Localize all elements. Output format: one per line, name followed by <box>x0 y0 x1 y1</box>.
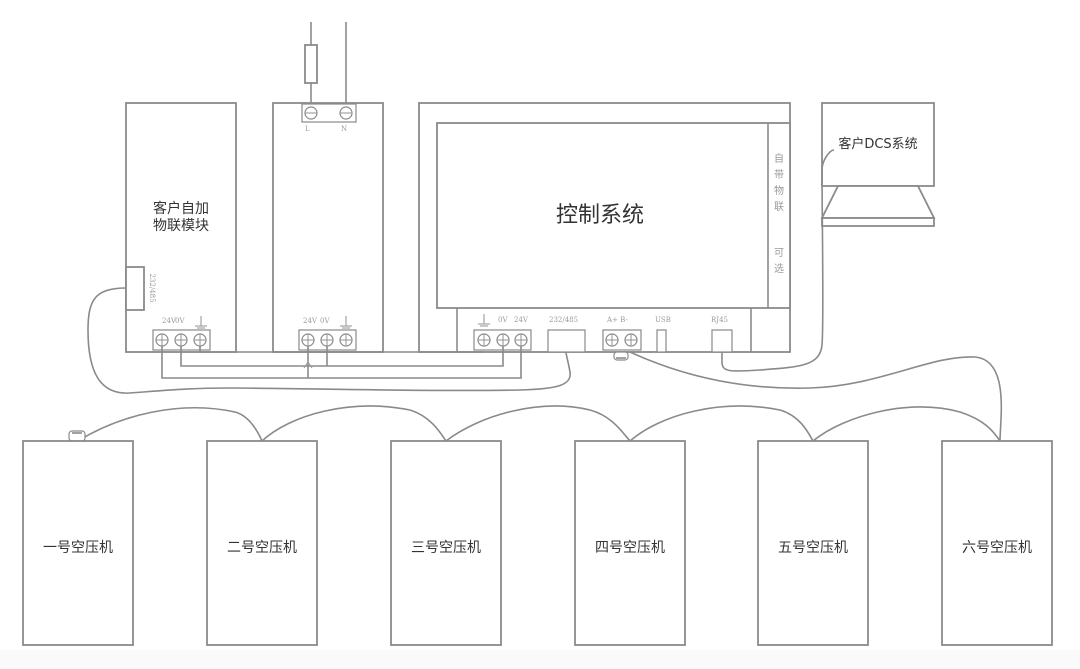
compressor-4: 四号空压机 <box>574 440 686 646</box>
ground-icon <box>478 314 490 327</box>
compressor-label: 一号空压机 <box>43 540 113 556</box>
dcs-system: 客户DCS系统 <box>820 102 936 227</box>
compressor-label: 四号空压机 <box>595 540 665 556</box>
iot-serial-port <box>125 266 145 311</box>
compressor-label: 二号空压机 <box>227 540 297 556</box>
iot-serial-cable <box>87 287 571 394</box>
ground-icon <box>340 316 352 329</box>
iot-optional-label: 自 带 物 联 可 选 <box>774 152 784 275</box>
ctrl-terminal-24v: 24V <box>514 316 529 324</box>
compressor-1: 一号空压机 <box>22 440 134 646</box>
power-terminal-l: L <box>305 125 310 133</box>
svg-text:自: 自 <box>774 152 784 165</box>
ctrl-port-usb-label: USB <box>655 316 671 324</box>
power-input-leads <box>304 22 347 104</box>
ctrl-terminal-0v: 0V <box>498 316 508 324</box>
ctrl-port-ab-label: A+ B- <box>606 316 628 324</box>
dc-bus-wiring <box>161 346 522 379</box>
svg-text:带: 带 <box>774 169 784 181</box>
control-system: 控制系统 自 带 物 联 可 选 0V 24V 232/485 A+ B- <box>418 102 791 361</box>
dcs-label: 客户DCS系统 <box>838 136 917 152</box>
ctrl-rj45-port <box>711 329 733 353</box>
svg-text:联: 联 <box>774 201 784 213</box>
iot-terminal-24v: 24V <box>162 317 177 325</box>
bottom-strip <box>0 650 1080 669</box>
compressor-5: 五号空压机 <box>757 440 869 646</box>
monitor-stand-icon <box>820 185 936 219</box>
svg-text:物: 物 <box>774 184 784 197</box>
iot-terminal-0v: 0V <box>175 317 185 325</box>
ground-icon <box>195 316 207 329</box>
iot-module: 客户自加 物联模块 232/485 24V 0V <box>125 102 237 353</box>
rj45-dcs-cable <box>721 149 835 372</box>
compressor-2: 二号空压机 <box>206 440 318 646</box>
fuse-icon <box>304 44 318 84</box>
svg-text:选: 选 <box>774 262 784 275</box>
power-terminal-0v: 0V <box>320 317 330 325</box>
power-terminal-24v: 24V <box>303 317 318 325</box>
compressor-label: 六号空压机 <box>962 540 1032 556</box>
compressor-6: 六号空压机 <box>941 440 1053 646</box>
ctrl-port-232-485-label: 232/485 <box>549 316 578 324</box>
power-supply-module: L N 24V 0V <box>272 102 384 353</box>
iot-module-label-2: 物联模块 <box>153 218 209 234</box>
power-terminal-n: N <box>341 125 347 133</box>
rs485-daisy-chain <box>68 405 1001 442</box>
ctrl-usb-port <box>656 329 667 353</box>
compressor-3: 三号空压机 <box>390 440 502 646</box>
compressor-label: 三号空压机 <box>411 540 481 556</box>
iot-port-label: 232/485 <box>148 273 156 302</box>
control-system-title: 控制系统 <box>556 203 644 228</box>
iot-module-label-1: 客户自加 <box>153 200 209 217</box>
compressor-label: 五号空压机 <box>778 540 848 556</box>
ctrl-port-rj45-label: RJ45 <box>711 316 728 324</box>
svg-text:可: 可 <box>774 248 784 259</box>
rs485-trunk-cable <box>629 351 1003 442</box>
ctrl-serial-port <box>547 329 586 353</box>
